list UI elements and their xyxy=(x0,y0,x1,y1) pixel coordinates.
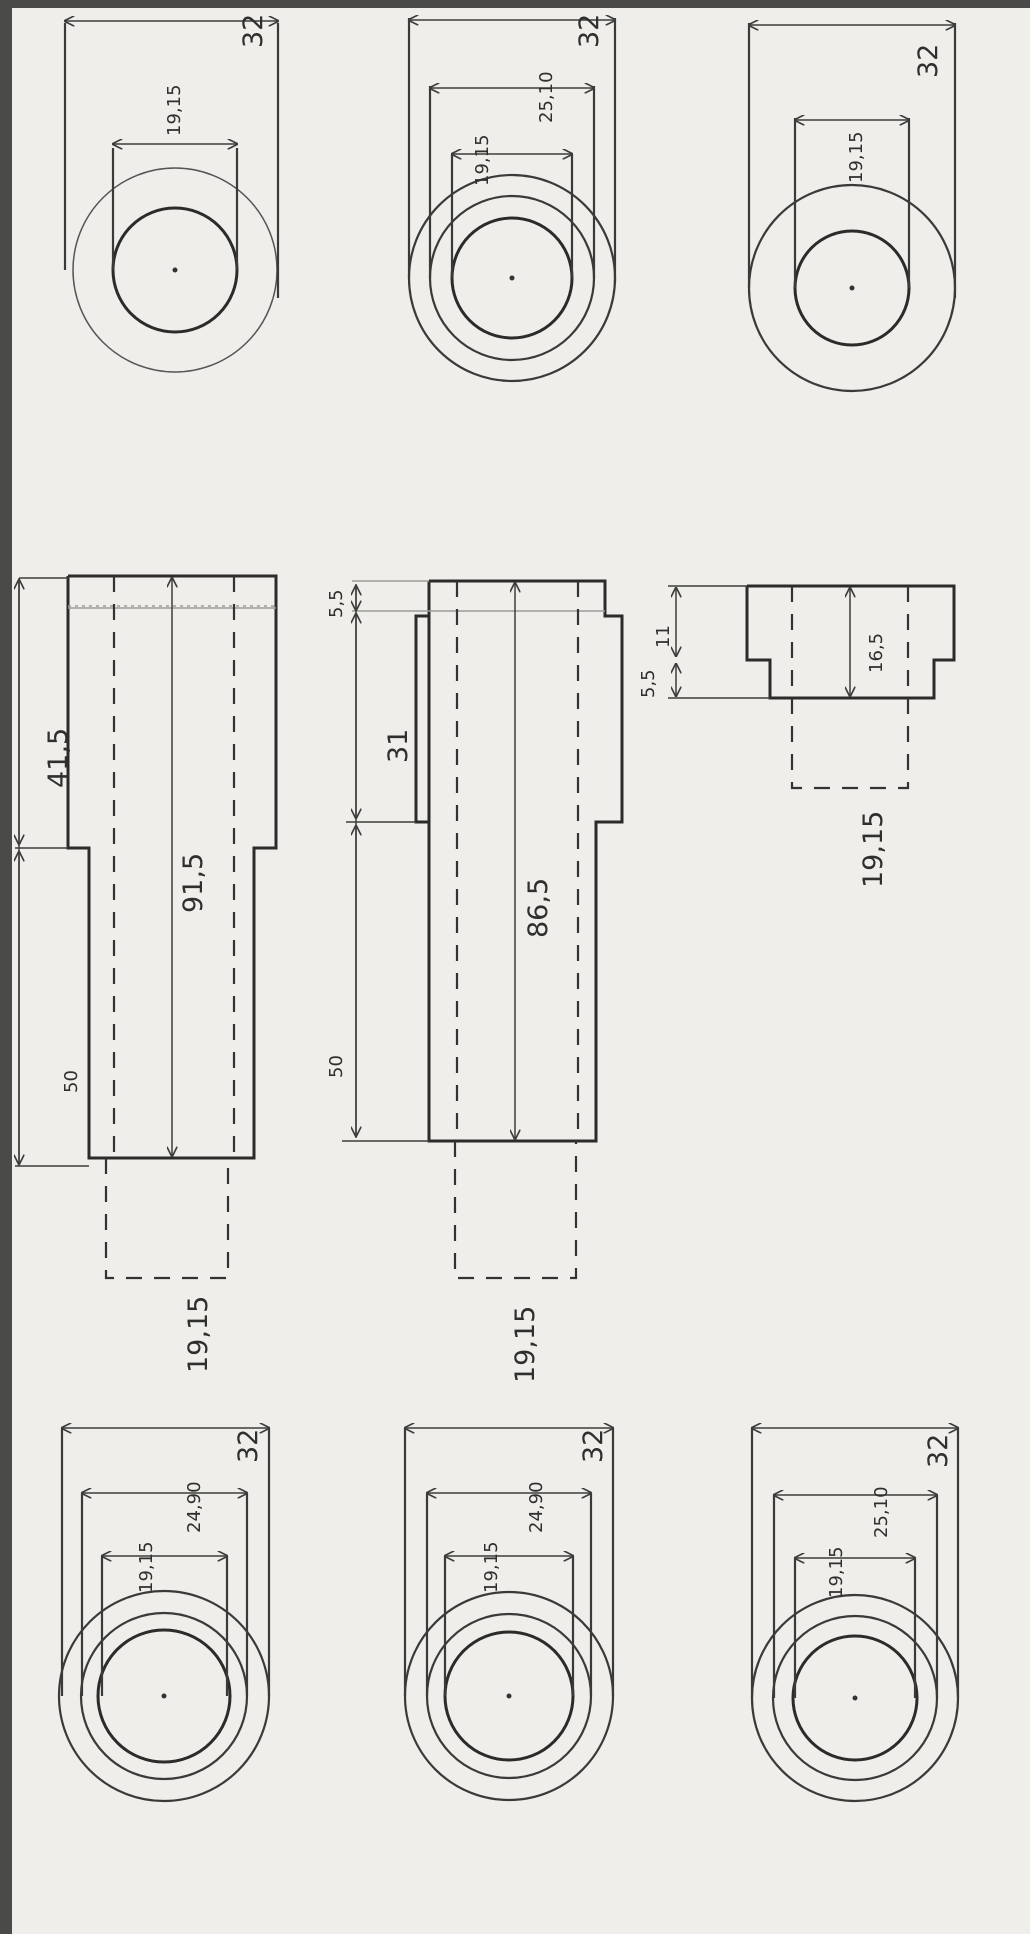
dim-part2-step: 31 xyxy=(383,729,414,763)
dim-outer-bottom-2: 32 xyxy=(578,1429,609,1463)
dim-inner-top-1: 19,15 xyxy=(164,84,185,136)
dim-outer-bottom-1: 32 xyxy=(233,1429,264,1463)
dim-middle-bottom-1: 24,90 xyxy=(184,1481,205,1533)
end-view-bottom-3: 32 25,10 19,15 xyxy=(750,1428,960,1803)
dim-part1-shaft: 50 xyxy=(61,1070,82,1093)
dim-part3-total: 16,5 xyxy=(866,633,887,673)
drawing-sheet: 32 19,15 32 25,10 19,15 32 19,15 xyxy=(12,8,1030,1934)
end-view-top-3: 32 19,15 xyxy=(747,23,957,393)
technical-drawing: 32 19,15 32 25,10 19,15 32 19,15 xyxy=(12,14,960,1803)
dim-part3-bore: 19,15 xyxy=(858,811,889,888)
dim-outer-top-1: 32 xyxy=(238,14,269,48)
dim-part2-collar: 5,5 xyxy=(326,589,347,618)
dim-part3-collar: 5,5 xyxy=(638,669,659,698)
dim-middle-bottom-2: 24,90 xyxy=(526,1481,547,1533)
dim-inner-bottom-1: 19,15 xyxy=(136,1541,157,1593)
part-2-side-view: 86,5 5,5 31 50 19,15 xyxy=(326,579,624,1383)
dim-part1-total: 91,5 xyxy=(178,853,209,913)
dim-inner-bottom-3: 19,15 xyxy=(826,1546,847,1598)
dim-part1-step: 41,5 xyxy=(43,728,74,788)
dim-part2-bore: 19,15 xyxy=(510,1306,541,1383)
dim-inner-top-3: 19,15 xyxy=(846,131,867,183)
dim-outer-bottom-3: 32 xyxy=(923,1434,954,1468)
end-view-top-2: 32 25,10 19,15 xyxy=(407,14,617,383)
dim-part2-shaft: 50 xyxy=(326,1055,347,1078)
dim-middle-top-2: 25,10 xyxy=(536,71,557,123)
end-view-top-1: 32 19,15 xyxy=(63,14,280,373)
dim-middle-bottom-3: 25,10 xyxy=(871,1486,892,1538)
dim-inner-bottom-2: 19,15 xyxy=(481,1541,502,1593)
end-view-bottom-1: 32 24,90 19,15 xyxy=(57,1428,271,1803)
dim-outer-top-3: 32 xyxy=(913,44,944,78)
part-3-side-view: 16,5 11 5,5 19,15 xyxy=(638,584,956,888)
dim-part3-step: 11 xyxy=(653,625,674,648)
dim-outer-top-2: 32 xyxy=(574,14,605,48)
end-view-bottom-2: 32 24,90 19,15 xyxy=(403,1428,615,1802)
part-1-side-view: 91,5 41,5 50 19,15 xyxy=(15,574,278,1373)
dim-part1-bore: 19,15 xyxy=(183,1296,214,1373)
dim-part2-total: 86,5 xyxy=(523,878,554,938)
dim-inner-top-2: 19,15 xyxy=(472,134,493,186)
